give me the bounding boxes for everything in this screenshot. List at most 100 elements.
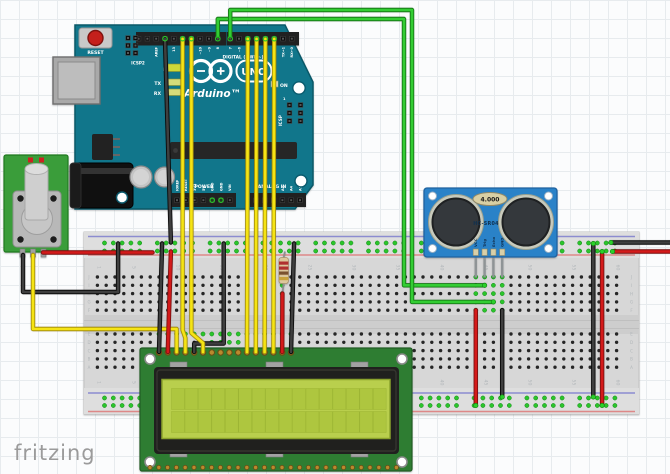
connected-hole[interactable] [559, 240, 565, 246]
connected-hole[interactable] [499, 282, 505, 288]
connected-hole[interactable] [586, 403, 591, 408]
connected-hole[interactable] [436, 403, 442, 408]
connected-hole[interactable] [119, 395, 125, 401]
breadboard-hole[interactable] [438, 365, 443, 369]
breadboard-hole[interactable] [606, 291, 610, 296]
breadboard-hole[interactable] [579, 308, 584, 312]
connected-hole[interactable] [491, 291, 496, 296]
breadboard-hole[interactable] [122, 283, 126, 287]
breadboard-hole[interactable] [588, 291, 592, 296]
breadboard-hole[interactable] [465, 275, 469, 279]
breadboard-hole[interactable] [306, 283, 311, 287]
breadboard-hole[interactable] [342, 332, 346, 336]
breadboard-hole[interactable] [438, 291, 443, 296]
breadboard-hole[interactable] [430, 332, 434, 336]
breadboard-hole[interactable] [570, 348, 575, 353]
breadboard-hole[interactable] [456, 340, 460, 344]
breadboard-hole[interactable] [544, 340, 548, 344]
breadboard-hole[interactable] [544, 365, 548, 369]
breadboard-hole[interactable] [588, 357, 592, 361]
connected-hole[interactable] [119, 403, 125, 408]
connected-hole[interactable] [454, 403, 459, 408]
breadboard-hole[interactable] [377, 300, 381, 304]
breadboard-hole[interactable] [394, 300, 399, 304]
breadboard-hole[interactable] [491, 332, 496, 336]
connected-hole[interactable] [603, 248, 609, 254]
wire-arduino-d5-to-lcd-d4[interactable] [244, 36, 250, 355]
breadboard-hole[interactable] [447, 365, 452, 369]
breadboard-hole[interactable] [421, 275, 425, 279]
breadboard-hole[interactable] [350, 308, 355, 312]
breadboard-hole[interactable] [518, 340, 522, 344]
breadboard-hole[interactable] [579, 357, 584, 361]
breadboard-hole[interactable] [614, 283, 619, 287]
connected-hole[interactable] [330, 248, 336, 254]
breadboard-hole[interactable] [509, 308, 513, 312]
connected-hole[interactable] [227, 331, 232, 337]
breadboard-hole[interactable] [465, 291, 469, 296]
breadboard-hole[interactable] [148, 300, 152, 304]
connected-hole[interactable] [436, 395, 442, 401]
breadboard-hole[interactable] [570, 332, 575, 336]
connected-hole[interactable] [427, 403, 433, 408]
breadboard-hole[interactable] [350, 300, 355, 304]
breadboard-hole[interactable] [130, 275, 135, 279]
breadboard-hole[interactable] [227, 291, 232, 296]
breadboard-hole[interactable] [438, 340, 443, 344]
breadboard-hole[interactable] [456, 332, 460, 336]
breadboard-hole[interactable] [614, 357, 619, 361]
breadboard-hole[interactable] [104, 283, 108, 287]
lcd-16x2-display[interactable] [139, 347, 413, 472]
connected-hole[interactable] [128, 403, 134, 408]
breadboard-hole[interactable] [350, 283, 355, 287]
breadboard-hole[interactable] [597, 283, 601, 287]
breadboard-hole[interactable] [597, 365, 601, 369]
connected-hole[interactable] [524, 395, 530, 401]
breadboard-hole[interactable] [597, 348, 601, 353]
breadboard-hole[interactable] [227, 308, 232, 312]
breadboard-hole[interactable] [174, 291, 179, 296]
connected-hole[interactable] [235, 331, 241, 337]
breadboard-hole[interactable] [597, 332, 601, 336]
breadboard-hole[interactable] [368, 291, 372, 296]
breadboard-hole[interactable] [148, 291, 152, 296]
breadboard-hole[interactable] [298, 283, 302, 287]
connected-hole[interactable] [577, 248, 583, 254]
connected-hole[interactable] [383, 240, 389, 246]
connected-hole[interactable] [313, 248, 319, 254]
breadboard-hole[interactable] [227, 300, 232, 304]
breadboard-hole[interactable] [606, 332, 610, 336]
connected-hole[interactable] [295, 240, 301, 246]
breadboard-hole[interactable] [236, 275, 240, 279]
breadboard-hole[interactable] [130, 332, 135, 336]
connected-hole[interactable] [295, 248, 301, 254]
breadboard-hole[interactable] [614, 275, 619, 279]
breadboard-hole[interactable] [394, 308, 399, 312]
connected-hole[interactable] [550, 395, 556, 401]
breadboard-hole[interactable] [562, 291, 566, 296]
breadboard-hole[interactable] [456, 291, 460, 296]
breadboard-hole[interactable] [412, 357, 416, 361]
breadboard-hole[interactable] [122, 357, 126, 361]
breadboard-hole[interactable] [614, 308, 619, 312]
breadboard-hole[interactable] [315, 291, 320, 296]
breadboard-hole[interactable] [518, 348, 522, 353]
connected-hole[interactable] [418, 395, 424, 401]
breadboard-hole[interactable] [438, 275, 443, 279]
breadboard-hole[interactable] [298, 308, 302, 312]
connected-hole[interactable] [278, 248, 283, 254]
circuit-wires[interactable] [20, 7, 670, 408]
breadboard-hole[interactable] [218, 283, 223, 287]
breadboard-hole[interactable] [562, 275, 566, 279]
connected-hole[interactable] [418, 248, 424, 254]
breadboard-hole[interactable] [324, 283, 328, 287]
connected-hole[interactable] [137, 240, 143, 246]
breadboard-hole[interactable] [570, 283, 575, 287]
breadboard-hole[interactable] [95, 283, 100, 287]
breadboard-hole[interactable] [386, 340, 390, 344]
wire-arduino-d12-to-lcd-rs[interactable] [180, 36, 188, 355]
breadboard-hole[interactable] [377, 308, 381, 312]
breadboard-hole[interactable] [201, 275, 205, 279]
breadboard-hole[interactable] [518, 300, 522, 304]
breadboard-hole[interactable] [113, 357, 117, 361]
